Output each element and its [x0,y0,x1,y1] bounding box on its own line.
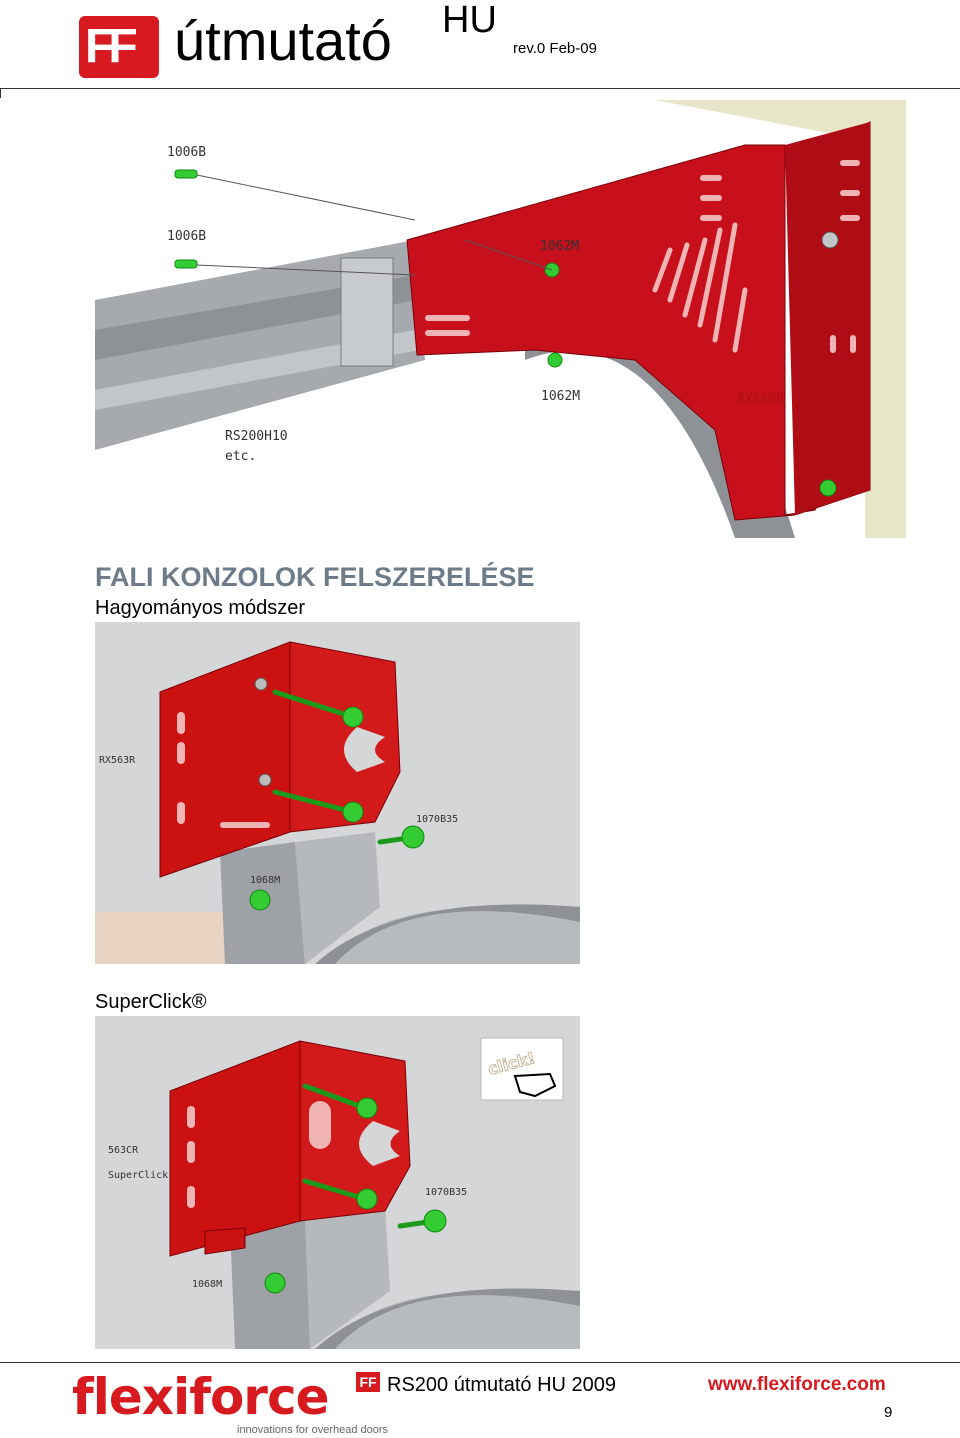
ff-logo-text: FF [85,20,138,73]
footer-document-title: RS200 útmutató HU 2009 [387,1374,617,1396]
section-title: FALI KONZOLOK FELSZERELÉSE [95,562,535,592]
flexiforce-logo: flexiforce [72,1368,330,1426]
fig1-label-rs200h10: RS200H10 [225,429,288,444]
fig1-label-1062m-bottom: 1062M [541,389,580,404]
fig2-label-rx563r: RX563R [99,755,136,766]
footer-divider [0,1362,960,1363]
superclick-label: SuperClick® [95,991,207,1013]
page-number: 9 [884,1404,893,1421]
figure-superclick: click! 563CR SuperCl [95,1016,580,1349]
fig3-label-563cr: 563CR [108,1145,139,1156]
figure-rail-bracket: 1006B 1006B 1062M 1062M RX560R RS200H10 … [95,100,906,538]
ff-logo: FF [79,16,159,78]
fig3-label-1068m: 1068M [192,1279,222,1290]
flexiforce-logo-mark: FF [356,1372,380,1392]
brand-tagline: innovations for overhead doors [237,1424,389,1436]
fig3-label-superclick: SuperClick [108,1170,168,1181]
header-divider-tick [0,88,1,98]
figure-traditional-method: RX563R 1070B35 1068M [95,622,580,964]
fig2-label-1068m: 1068M [250,875,280,886]
fig1-label-etc: etc. [225,449,256,464]
fig1-label-rx560r: RX560R [737,392,784,407]
fig2-label-1070b35: 1070B35 [416,814,458,825]
footer-website-link[interactable]: www.flexiforce.com [708,1374,886,1395]
header-divider [0,88,960,89]
language-code: HU [442,0,497,41]
fig1-label-1062m-top: 1062M [540,239,579,254]
fig1-label-1006b-bottom: 1006B [167,229,206,244]
section-subtitle: Hagyományos módszer [95,597,306,619]
page-title: útmutató [174,9,392,72]
fig1-label-1006b-top: 1006B [167,145,206,160]
revision-label: rev.0 Feb-09 [513,40,597,57]
fig3-label-1070b35: 1070B35 [425,1187,467,1198]
